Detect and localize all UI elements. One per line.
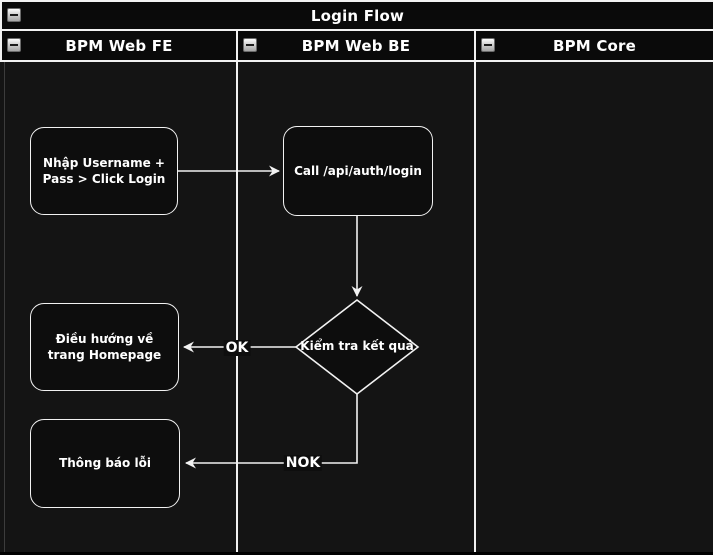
pool-border-top bbox=[0, 0, 713, 2]
minus-icon bbox=[10, 44, 18, 46]
edge-nok[interactable] bbox=[185, 394, 358, 469]
minus-icon bbox=[10, 14, 18, 16]
pool-border-left bbox=[0, 0, 2, 62]
collapse-lane-core-button[interactable] bbox=[481, 38, 495, 52]
lane-header-fe[interactable]: BPM Web FE bbox=[2, 31, 236, 60]
lane-header-be[interactable]: BPM Web BE bbox=[238, 31, 474, 60]
node-call-login-api[interactable]: Call /api/auth/login bbox=[283, 126, 433, 216]
collapse-lane-fe-button[interactable] bbox=[7, 38, 21, 52]
minus-icon bbox=[484, 44, 492, 46]
node-enter-credentials[interactable]: Nhập Username + Pass > Click Login bbox=[30, 127, 178, 215]
decision-label: Kiểm tra kết quả bbox=[300, 339, 414, 353]
edge-label-nok[interactable]: NOK bbox=[283, 455, 323, 471]
decision-diamond[interactable] bbox=[294, 298, 420, 396]
lane-divider-1 bbox=[236, 31, 238, 552]
pool-header[interactable]: Login Flow bbox=[2, 2, 713, 29]
lane-divider-2 bbox=[474, 31, 476, 552]
collapse-pool-button[interactable] bbox=[7, 8, 21, 22]
pool-title-divider bbox=[0, 29, 713, 31]
minus-icon bbox=[246, 44, 254, 46]
lane-label: BPM Web BE bbox=[301, 36, 411, 55]
edge-label-ok[interactable]: OK bbox=[223, 340, 251, 356]
node-redirect-homepage[interactable]: Điều hướng về trang Homepage bbox=[30, 303, 179, 391]
lane-header-core[interactable]: BPM Core bbox=[476, 31, 713, 60]
pool-title: Login Flow bbox=[310, 6, 405, 25]
pool-border-bottom bbox=[0, 552, 713, 555]
node-error-notification[interactable]: Thông báo lỗi bbox=[30, 419, 180, 508]
collapse-lane-be-button[interactable] bbox=[243, 38, 257, 52]
lane-label: BPM Core bbox=[552, 36, 637, 55]
pool-border-left-faint bbox=[4, 62, 5, 552]
lane-header-divider bbox=[0, 60, 713, 62]
lane-label: BPM Web FE bbox=[65, 36, 173, 55]
